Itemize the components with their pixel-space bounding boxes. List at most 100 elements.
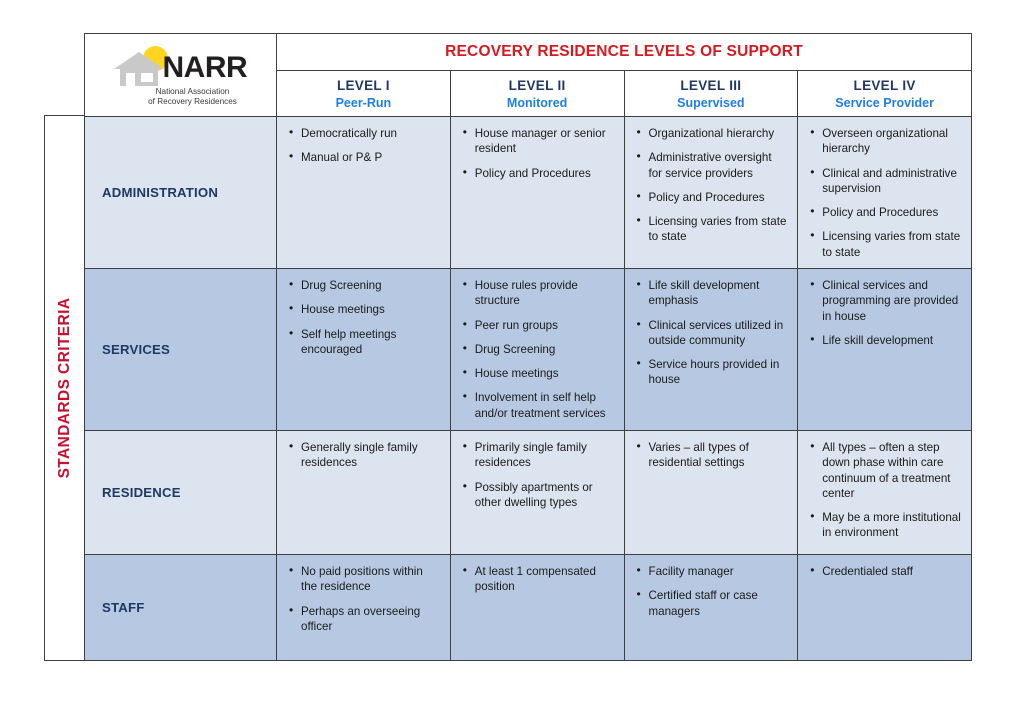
criteria-cell-administration: ADMINISTRATION xyxy=(85,117,277,268)
bullet-list: Clinical services and programming are pr… xyxy=(808,277,961,348)
bullet-item: Service hours provided in house xyxy=(635,356,788,388)
bullet-list: Credentialed staff xyxy=(808,563,961,579)
level-name: LEVEL IV xyxy=(853,77,916,93)
bullet-item: Drug Screening xyxy=(461,341,614,357)
page-title: RECOVERY RESIDENCE LEVELS OF SUPPORT xyxy=(277,34,971,71)
criteria-cell-residence: RESIDENCE xyxy=(85,431,277,554)
cell-r3-level2: Primarily single family residencesPossib… xyxy=(451,431,625,554)
cell-r1-level4: Overseen organizational hierarchyClinica… xyxy=(798,117,971,268)
bullet-item: Democratically run xyxy=(287,125,440,141)
bullet-item: Peer run groups xyxy=(461,317,614,333)
bullet-list: House manager or senior residentPolicy a… xyxy=(461,125,614,181)
level-header-3: LEVEL III Supervised xyxy=(625,71,799,116)
standards-criteria-label: STANDARDS CRITERIA xyxy=(55,297,73,479)
cell-r4-level4: Credentialed staff xyxy=(798,555,971,660)
bullet-item: Licensing varies from state to state xyxy=(635,213,788,245)
level-name: LEVEL III xyxy=(680,77,742,93)
table-grid: NARR National Association of Recovery Re… xyxy=(84,33,972,661)
bullet-item: Policy and Procedures xyxy=(635,189,788,205)
level-subtitle: Monitored xyxy=(506,95,568,110)
bullet-list: Varies – all types of residential settin… xyxy=(635,439,788,471)
criteria-cell-services: SERVICES xyxy=(85,269,277,430)
bullet-item: Overseen organizational hierarchy xyxy=(808,125,961,157)
bullet-list: All types – often a step down phase with… xyxy=(808,439,961,541)
bullet-list: At least 1 compensated position xyxy=(461,563,614,595)
bullet-item: Manual or P& P xyxy=(287,149,440,165)
bullet-item: All types – often a step down phase with… xyxy=(808,439,961,501)
bullet-item: Clinical services and programming are pr… xyxy=(808,277,961,324)
bullet-item: House meetings xyxy=(461,365,614,381)
cell-r1-level1: Democratically runManual or P& P xyxy=(277,117,451,268)
bullet-item: Life skill development xyxy=(808,332,961,348)
bullet-item: House rules provide structure xyxy=(461,277,614,309)
table-row: RESIDENCE Generally single family residen… xyxy=(85,430,971,554)
criteria-label: ADMINISTRATION xyxy=(102,185,219,200)
logo-tagline-line1: National Association xyxy=(155,87,230,96)
bullet-item: Life skill development emphasis xyxy=(635,277,788,309)
cell-r3-level1: Generally single family residences xyxy=(277,431,451,554)
narr-logo: NARR National Association of Recovery Re… xyxy=(101,45,261,107)
table-body: ADMINISTRATION Democratically runManual o… xyxy=(85,116,971,660)
level-header-1: LEVEL I Peer-Run xyxy=(277,71,451,116)
bullet-item: Involvement in self help and/or treatmen… xyxy=(461,389,614,421)
header-right: RECOVERY RESIDENCE LEVELS OF SUPPORT LEV… xyxy=(277,34,971,116)
bullet-item: Administrative oversight for service pro… xyxy=(635,149,788,181)
bullet-item: Policy and Procedures xyxy=(461,165,614,181)
level-subtitle: Service Provider xyxy=(835,95,934,110)
cell-r1-level3: Organizational hierarchyAdministrative o… xyxy=(625,117,799,268)
bullet-item: No paid positions within the residence xyxy=(287,563,440,595)
cell-r4-level2: At least 1 compensated position xyxy=(451,555,625,660)
cell-r2-level2: House rules provide structurePeer run gr… xyxy=(451,269,625,430)
bullet-list: Life skill development emphasisClinical … xyxy=(635,277,788,388)
level-subtitle: Peer-Run xyxy=(335,95,392,110)
level-name: LEVEL II xyxy=(508,77,566,93)
level-header-row: LEVEL I Peer-Run LEVEL II Monitored LEVE… xyxy=(277,71,971,116)
bullet-item: Policy and Procedures xyxy=(808,204,961,220)
logo-cell: NARR National Association of Recovery Re… xyxy=(85,34,277,116)
cell-r1-level2: House manager or senior residentPolicy a… xyxy=(451,117,625,268)
bullet-item: Possibly apartments or other dwelling ty… xyxy=(461,479,614,511)
table-header: NARR National Association of Recovery Re… xyxy=(85,34,971,116)
level-name: LEVEL I xyxy=(336,77,390,93)
bullet-item: Primarily single family residences xyxy=(461,439,614,471)
bullet-item: Drug Screening xyxy=(287,277,440,293)
bullet-list: Democratically runManual or P& P xyxy=(287,125,440,166)
criteria-label: RESIDENCE xyxy=(102,485,181,500)
bullet-list: Overseen organizational hierarchyClinica… xyxy=(808,125,961,260)
bullet-list: Primarily single family residencesPossib… xyxy=(461,439,614,511)
criteria-cell-staff: STAFF xyxy=(85,555,277,660)
bullet-list: Facility managerCertified staff or case … xyxy=(635,563,788,619)
table-row: SERVICESDrug ScreeningHouse meetingsSelf… xyxy=(85,268,971,430)
cell-r3-level4: All types – often a step down phase with… xyxy=(798,431,971,554)
bullet-list: Drug ScreeningHouse meetingsSelf help me… xyxy=(287,277,440,358)
criteria-label: SERVICES xyxy=(102,342,171,357)
bullet-item: Licensing varies from state to state xyxy=(808,228,961,260)
bullet-item: Credentialed staff xyxy=(808,563,961,579)
level-header-4: LEVEL IV Service Provider xyxy=(798,71,971,116)
bullet-item: Perhaps an overseeing officer xyxy=(287,603,440,635)
levels-of-support-table: STANDARDS CRITERIA xyxy=(44,33,972,661)
logo-tagline: National Association of Recovery Residen… xyxy=(123,87,263,108)
bullet-item: Organizational hierarchy xyxy=(635,125,788,141)
bullet-list: Organizational hierarchyAdministrative o… xyxy=(635,125,788,245)
level-subtitle: Supervised xyxy=(677,95,745,110)
cell-r4-level1: No paid positions within the residencePe… xyxy=(277,555,451,660)
criteria-label: STAFF xyxy=(102,600,145,615)
bullet-item: Varies – all types of residential settin… xyxy=(635,439,788,471)
cell-r4-level3: Facility managerCertified staff or case … xyxy=(625,555,799,660)
bullet-item: At least 1 compensated position xyxy=(461,563,614,595)
logo-tagline-line2: of Recovery Residences xyxy=(148,97,237,107)
cell-r2-level1: Drug ScreeningHouse meetingsSelf help me… xyxy=(277,269,451,430)
bullet-item: Generally single family residences xyxy=(287,439,440,471)
level-header-2: LEVEL II Monitored xyxy=(451,71,625,116)
table-row: STAFF No paid positions within the reside… xyxy=(85,554,971,660)
cell-r2-level4: Clinical services and programming are pr… xyxy=(798,269,971,430)
bullet-item: House meetings xyxy=(287,301,440,317)
house-icon xyxy=(113,52,164,86)
bullet-item: Certified staff or case managers xyxy=(635,587,788,619)
bullet-item: House manager or senior resident xyxy=(461,125,614,157)
standards-criteria-column: STANDARDS CRITERIA xyxy=(44,115,84,661)
bullet-item: Self help meetings encouraged xyxy=(287,326,440,358)
bullet-item: May be a more institutional in environme… xyxy=(808,509,961,541)
